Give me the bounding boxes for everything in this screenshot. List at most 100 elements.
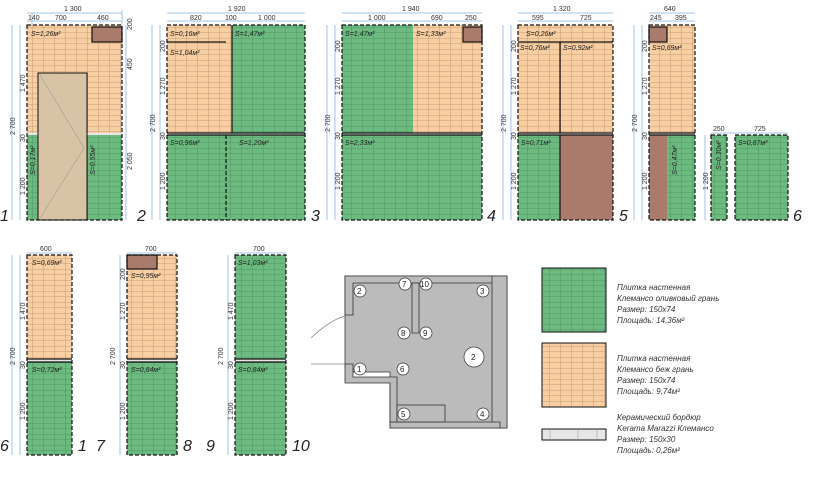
legend-name: Клемансо беж грань (617, 365, 694, 374)
elevation-7-8: 700 200 1 270 2 700 30 1 200 S=0,95м² S=… (96, 246, 192, 456)
dim-height: 2 700 (110, 347, 117, 365)
dim-width: 595 (532, 15, 544, 22)
legend-swatch-green (541, 267, 607, 333)
dim-height: 1 200 (335, 172, 342, 190)
area-label: S=0,96м² (170, 140, 200, 147)
wall-number: 4 (487, 208, 496, 225)
door-swing-mark (39, 74, 85, 219)
wall-number: 1 (0, 208, 9, 225)
door-swing-arc (310, 315, 346, 339)
wall-outline (648, 24, 696, 221)
green-tile-area (127, 362, 177, 455)
wall-outline (26, 24, 123, 221)
dim-total-width: 1 320 (553, 6, 571, 13)
dim-height: 1 200 (20, 402, 27, 420)
plan-point-label: 4 (480, 410, 485, 419)
plan-point-label: 9 (423, 329, 428, 338)
green-tile-area (518, 135, 560, 220)
area-label: S=0,47м² (672, 145, 679, 175)
dim-width: 700 (145, 246, 157, 253)
legend-title: Плитка настенная (617, 283, 691, 292)
dim-height: 450 (127, 58, 134, 70)
dim-height: 1 270 (120, 302, 127, 320)
border-strip (518, 133, 613, 135)
door (37, 72, 88, 221)
wall-number: 2 (136, 208, 146, 225)
border-strip (235, 359, 286, 362)
area-label: S=0,71м² (521, 140, 551, 147)
plan-markers: 2 7 10 3 8 9 1 6 5 4 2 (353, 277, 490, 421)
dim-height: 30 (642, 132, 649, 140)
legend-title: Керамический бордюр (617, 413, 701, 422)
plan-wall-right (491, 275, 508, 429)
area-label: S=0,69м² (652, 45, 682, 52)
dim-height: 30 (20, 134, 27, 142)
dim-height: 30 (511, 132, 518, 140)
dim-height: 1 270 (642, 77, 649, 95)
dim-width: 1 000 (258, 15, 276, 22)
legend-name: Kerama Marazzi Клемансо (617, 424, 714, 433)
wall-number: 10 (292, 438, 310, 455)
beige-tile-area (413, 25, 482, 133)
dim-height: 1 200 (20, 177, 27, 195)
wall-outline (710, 134, 728, 221)
green-tile-area (167, 135, 305, 220)
border-strip (167, 133, 305, 135)
wall-number: 1 (78, 438, 87, 455)
dim-height: 30 (20, 361, 27, 369)
area-label: S=0,17м² (30, 145, 37, 175)
elevation-6-1: 600 1 470 2 700 30 1 200 S=0,69м² S=0,72… (0, 246, 87, 456)
green-tile-area (342, 135, 482, 220)
area-label: S=0,55м² (90, 145, 97, 175)
dim-width: 700 (253, 246, 265, 253)
area-label: S=1,33м² (416, 31, 446, 38)
dim-height: 2 700 (501, 114, 508, 132)
wall-outline (341, 24, 483, 221)
area-label: S=0,87м² (738, 140, 768, 147)
area-label: S=1,47м² (235, 31, 265, 38)
area-label: S=0,16м² (170, 31, 200, 38)
room-number: 2 (471, 353, 476, 362)
dim-height: 2 700 (10, 347, 17, 365)
brown-block (560, 135, 613, 220)
dim-height: 1 200 (120, 402, 127, 420)
area-label: S=1,03м² (238, 260, 268, 267)
brown-block (462, 26, 483, 43)
beige-tile-area (649, 25, 695, 133)
elevation-1-2: 1 300 140 700 460 200 450 2 050 1 470 2 … (0, 6, 146, 225)
plan-point-label: 2 (357, 287, 362, 296)
plan-partition (411, 282, 420, 334)
plan-point-label: 10 (420, 280, 429, 289)
dim-height: 2 700 (218, 347, 225, 365)
dim-width: 250 (713, 126, 725, 133)
dim-height: 200 (642, 40, 649, 52)
beige-tile-area (167, 25, 232, 133)
green-tile-area (27, 362, 72, 455)
dim-total-width: 1 940 (402, 6, 420, 13)
wall-number: 7 (96, 438, 106, 455)
dim-width: 460 (97, 15, 109, 22)
legend-name: Клемансо оливковый грань (617, 294, 719, 303)
legend-size: Размер: 150x74 (617, 376, 676, 385)
legend-area: Площадь: 0,26м² (617, 446, 680, 455)
dim-height: 1 200 (160, 172, 167, 190)
border-strip (27, 359, 72, 362)
floor-plan: 2 7 10 3 8 9 1 6 5 4 2 (310, 275, 508, 429)
area-label: S=0,76м² (520, 45, 550, 52)
wall-number: 8 (183, 438, 192, 455)
legend-area: Площадь: 14,36м² (617, 316, 685, 325)
plan-point-label: 7 (402, 280, 407, 289)
brown-block (649, 135, 667, 220)
dim-width: 725 (754, 126, 766, 133)
area-label: S=1,26м² (31, 31, 61, 38)
elevation-6: 640 245 395 250 725 200 1 270 2 700 30 1… (632, 6, 802, 225)
dim-height: 200 (511, 40, 518, 52)
border-strip (342, 133, 482, 135)
dim-height: 200 (127, 18, 134, 30)
area-label: S=1,20м² (239, 140, 269, 147)
dim-height: 1 470 (20, 74, 27, 92)
plan-point-label: 5 (401, 410, 406, 419)
green-tile-area (235, 255, 286, 455)
wall-outline (734, 134, 789, 221)
elevation-4: 1 940 1 000 690 250 200 1 270 2 700 30 1… (325, 6, 496, 225)
